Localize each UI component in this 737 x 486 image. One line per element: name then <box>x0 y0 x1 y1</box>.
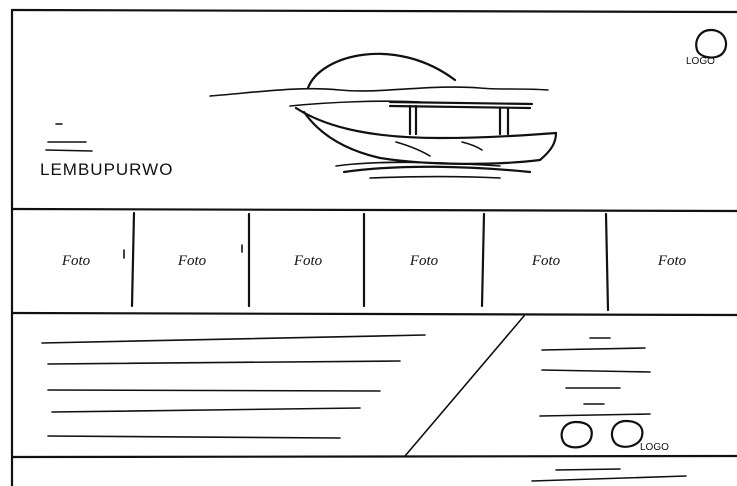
gallery-photo-2[interactable]: Foto <box>136 210 248 312</box>
circle-logo-icon <box>610 419 644 448</box>
photo-placeholder-label: Foto <box>61 252 91 269</box>
gallery-photo-6[interactable]: Foto <box>610 210 734 312</box>
site-title: LEMBUPURWO <box>40 160 174 179</box>
gallery-photo-3[interactable]: Foto <box>252 210 364 312</box>
logo-label: LOGO <box>686 56 715 67</box>
photo-placeholder-label: Foto <box>657 252 687 269</box>
photo-placeholder-label: Foto <box>293 252 323 269</box>
boat-sunset-icon <box>209 52 558 179</box>
photo-placeholder-label: Foto <box>409 252 439 269</box>
circle-logo-icon <box>695 28 728 59</box>
photo-gallery: Foto Foto Foto Foto Foto Foto <box>10 210 737 312</box>
photo-placeholder-label: Foto <box>531 252 561 269</box>
gallery-photo-5[interactable]: Foto <box>486 210 606 312</box>
content-logo-label: LOGO <box>640 442 669 453</box>
gallery-photo-1[interactable]: Foto <box>20 210 132 312</box>
circle-logo-icon <box>560 420 593 449</box>
photo-placeholder-label: Foto <box>177 252 207 269</box>
gallery-photo-4[interactable]: Foto <box>366 210 482 312</box>
